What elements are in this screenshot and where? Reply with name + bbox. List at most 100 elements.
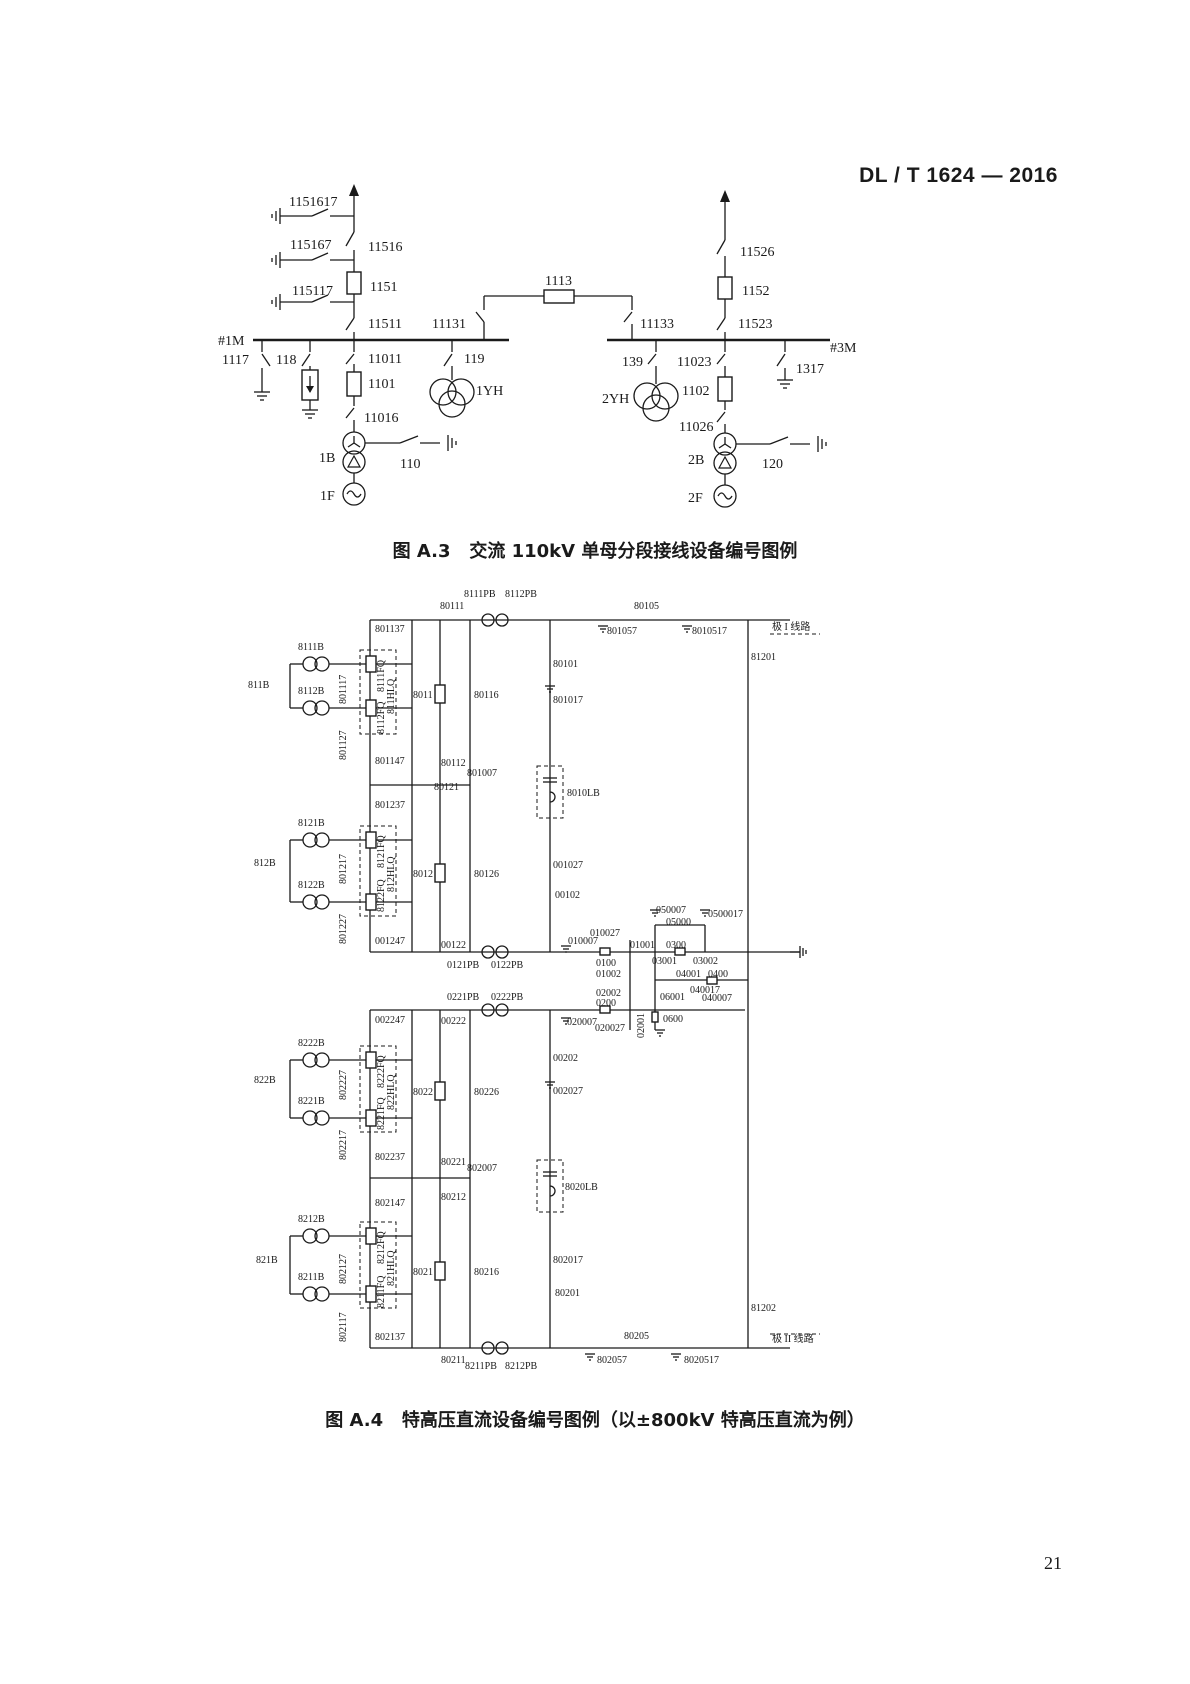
bus-1m-label: #1M <box>218 334 245 349</box>
label-0221pb: 0221PB <box>447 992 480 1003</box>
label-11516: 11516 <box>368 240 402 255</box>
label-80221: 80221 <box>441 1157 466 1168</box>
label-2b: 2B <box>688 453 704 468</box>
label-040007: 040007 <box>702 993 732 1004</box>
label-801117: 801117 <box>338 675 349 704</box>
label-802127: 802127 <box>338 1254 349 1284</box>
label-020027: 020027 <box>595 1023 625 1034</box>
label-01002: 01002 <box>596 969 621 980</box>
generator-unit-1 <box>342 340 457 506</box>
label-0222pb: 0222PB <box>491 992 524 1003</box>
label-11026: 11026 <box>679 420 713 435</box>
label-11133: 11133 <box>640 317 674 332</box>
label-821b: 821B <box>256 1255 278 1266</box>
label-80121: 80121 <box>434 782 459 793</box>
label-80205: 80205 <box>624 1331 649 1342</box>
valve-group-812b <box>289 785 446 952</box>
label-03001: 03001 <box>652 956 677 967</box>
valve-group-822b <box>289 1010 446 1178</box>
label-80201: 80201 <box>555 1288 580 1299</box>
label-8112b: 8112B <box>298 686 325 697</box>
label-00222: 00222 <box>441 1016 466 1027</box>
label-11511: 11511 <box>368 317 402 332</box>
label-1yh: 1YH <box>476 384 503 399</box>
label-8111b: 8111B <box>298 642 324 653</box>
label-1117: 1117 <box>222 353 249 368</box>
label-0122pb: 0122PB <box>491 960 524 971</box>
label-8011: 8011 <box>413 690 433 701</box>
label-010027: 010027 <box>590 928 620 939</box>
label-80116: 80116 <box>474 690 499 701</box>
label-118: 118 <box>276 353 296 368</box>
label-1f: 1F <box>320 489 335 504</box>
label-02002: 02002 <box>596 988 621 999</box>
label-802137: 802137 <box>375 1332 405 1343</box>
label-81202: 81202 <box>751 1303 776 1314</box>
label-1113: 1113 <box>545 274 572 289</box>
label-8112pb: 8112PB <box>505 589 537 600</box>
label-11523: 11523 <box>738 317 772 332</box>
label-8211fq: 8211FQ <box>376 1275 387 1308</box>
label-8020517: 8020517 <box>684 1355 719 1366</box>
label-02001: 02001 <box>636 1013 647 1038</box>
label-8111fq: 8111FQ <box>376 659 387 692</box>
label-002027: 002027 <box>553 1086 583 1097</box>
page-number: 21 <box>1044 1553 1062 1573</box>
valve-group-811b <box>289 620 446 785</box>
label-8221b: 8221B <box>298 1096 325 1107</box>
label-8212fq: 8212FQ <box>376 1230 387 1264</box>
label-80211: 80211 <box>441 1355 466 1366</box>
standard-header: DL / T 1624 — 2016 <box>859 164 1058 187</box>
label-010007: 010007 <box>568 936 598 947</box>
bus-1-equipment <box>253 340 475 419</box>
label-8222fq: 8222FQ <box>376 1054 387 1088</box>
label-0600: 0600 <box>663 1014 683 1025</box>
label-8121fq: 8121FQ <box>376 834 387 868</box>
label-80212: 80212 <box>441 1192 466 1203</box>
label-80126: 80126 <box>474 869 499 880</box>
label-1317: 1317 <box>796 362 824 377</box>
label-00102: 00102 <box>555 890 580 901</box>
label-1101: 1101 <box>368 377 395 392</box>
label-001027: 001027 <box>553 860 583 871</box>
label-115167: 115167 <box>290 238 331 253</box>
label-801227: 801227 <box>338 914 349 944</box>
dc-filters <box>536 765 564 1213</box>
bus-tie <box>475 289 633 340</box>
label-11526: 11526 <box>740 245 774 260</box>
label-801057: 801057 <box>607 626 637 637</box>
label-802237: 802237 <box>375 1152 405 1163</box>
label-802057: 802057 <box>597 1355 627 1366</box>
label-020007: 020007 <box>567 1017 597 1028</box>
label-001247: 001247 <box>375 936 405 947</box>
label-pole-2-line: 极 II 线路 <box>772 1332 814 1345</box>
label-06001: 06001 <box>660 992 685 1003</box>
label-8221fq: 8221FQ <box>376 1096 387 1130</box>
label-80101: 80101 <box>553 659 578 670</box>
label-801147: 801147 <box>375 756 405 767</box>
bus-3m-label: #3M <box>830 341 857 356</box>
figure-a4-caption: 图 A.4 特高压直流设备编号图例（以±800kV 特高压直流为例） <box>325 1410 865 1431</box>
label-8012: 8012 <box>413 869 433 880</box>
label-00122: 00122 <box>441 940 466 951</box>
label-8222b: 8222B <box>298 1038 325 1049</box>
label-822hlq: 822HLQ <box>386 1074 397 1110</box>
label-81201: 81201 <box>751 652 776 663</box>
label-8021: 8021 <box>413 1267 433 1278</box>
label-812b: 812B <box>254 858 276 869</box>
label-002247: 002247 <box>375 1015 405 1026</box>
label-8122fq: 8122FQ <box>376 878 387 912</box>
label-2f: 2F <box>688 491 703 506</box>
smoothing-reactors <box>481 613 509 1355</box>
label-811hlq: 811HLQ <box>386 678 397 714</box>
label-0400: 0400 <box>708 969 728 980</box>
label-110: 110 <box>400 457 420 472</box>
label-802217: 802217 <box>338 1130 349 1160</box>
label-00202: 00202 <box>553 1053 578 1064</box>
label-0500017: 0500017 <box>708 909 743 920</box>
feeder-line-1 <box>271 184 362 340</box>
label-80216: 80216 <box>474 1267 499 1278</box>
label-120: 120 <box>762 457 783 472</box>
label-802227: 802227 <box>338 1070 349 1100</box>
